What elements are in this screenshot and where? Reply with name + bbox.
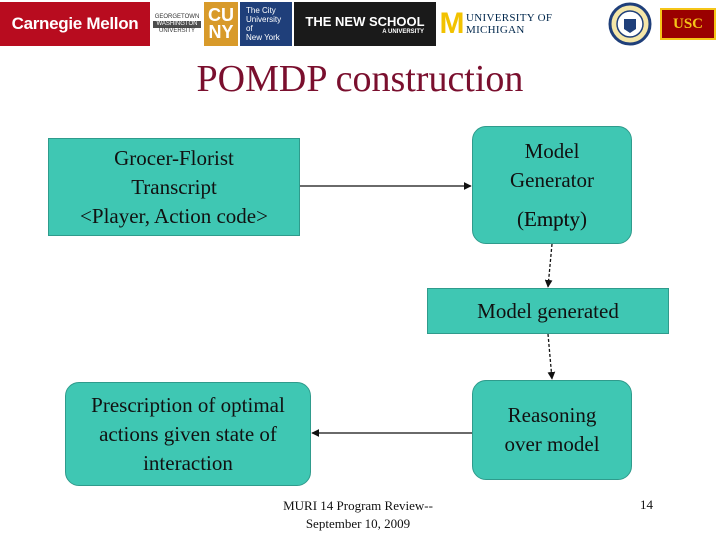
model-generated-label: Model generated [477,298,619,323]
city-university-logo-line: New York [246,33,280,42]
model-generator-box: Model Generator Empty (Empty) [472,126,632,244]
reasoning-box: Reasoning over model [472,380,632,480]
footer-line: September 10, 2009 [305,516,411,531]
transcript-line: <Player, Action code> [80,203,268,228]
model-generated-box: Model generated [427,288,669,334]
prescription-line: interaction [143,450,233,475]
prescription-line: actions given state of [99,421,277,446]
prescription-box: Prescription of optimal actions given st… [65,382,311,486]
model-generator-overlap-text: Empty (Empty) [473,205,631,234]
logo-bar: Carnegie Mellon GEORGETOWN WASHINGTON UN… [0,0,720,50]
city-university-logo: The City University of New York [240,2,292,46]
georgetown-logo-line: UNIVERSITY [158,27,195,34]
umich-logo-text: UNIVERSITY OF MICHIGAN [466,12,553,36]
cmu-logo-text: Carnegie Mellon [11,14,139,33]
new-school-logo-text: THE NEW SCHOOL [305,13,425,29]
city-university-logo-line: of [246,24,253,33]
georgetown-logo-line: WASHINGTON [153,20,201,28]
georgetown-logo: GEORGETOWN WASHINGTON UNIVERSITY [152,2,202,46]
umich-block-m-logo: M [438,2,466,46]
usc-logo: USC [660,8,716,40]
arrow-generator-to-generated [544,243,553,288]
footer-line: MURI 14 Program Review-- [283,498,433,513]
cmu-logo: Carnegie Mellon [0,2,150,46]
model-generator-line: Generator [510,167,594,192]
page-number: 14 [640,497,653,512]
new-school-logo: THE NEW SCHOOL A UNIVERSITY [294,2,436,46]
usc-logo-text: USC [672,15,703,32]
reasoning-line: over model [504,432,600,456]
city-university-logo-line: University [246,15,282,24]
city-university-logo-line: The City [246,6,276,15]
seal-icon [608,2,652,46]
slide-title: POMDP construction [196,58,524,100]
transcript-box: Grocer-Florist Transcript <Player, Actio… [48,138,300,236]
model-generator-empty-label: Empty [524,206,580,231]
prescription-line: Prescription of optimal [91,392,285,417]
umich-block-m-letter: M [439,7,465,40]
georgetown-logo-line: GEORGETOWN [154,13,200,20]
new-school-logo-subtext: A UNIVERSITY [382,28,424,35]
transcript-line: Grocer-Florist [114,145,234,170]
cuny-logo-line: NY [208,22,234,42]
transcript-line: Transcript [131,174,217,199]
cuny-logo: CU NY [204,2,238,46]
slide-footer: MURI 14 Program Review-- September 10, 2… [270,497,446,533]
university-seal-logo [608,2,652,46]
cuny-logo-line: CU [208,5,234,25]
reasoning-line: Reasoning [507,403,597,427]
umich-logo: UNIVERSITY OF MICHIGAN [466,2,606,46]
model-generator-line: Model [524,138,580,163]
model-generator-empty-paren-label: (Empty) [517,206,587,231]
arrow-generated-to-reasoning [547,333,556,380]
